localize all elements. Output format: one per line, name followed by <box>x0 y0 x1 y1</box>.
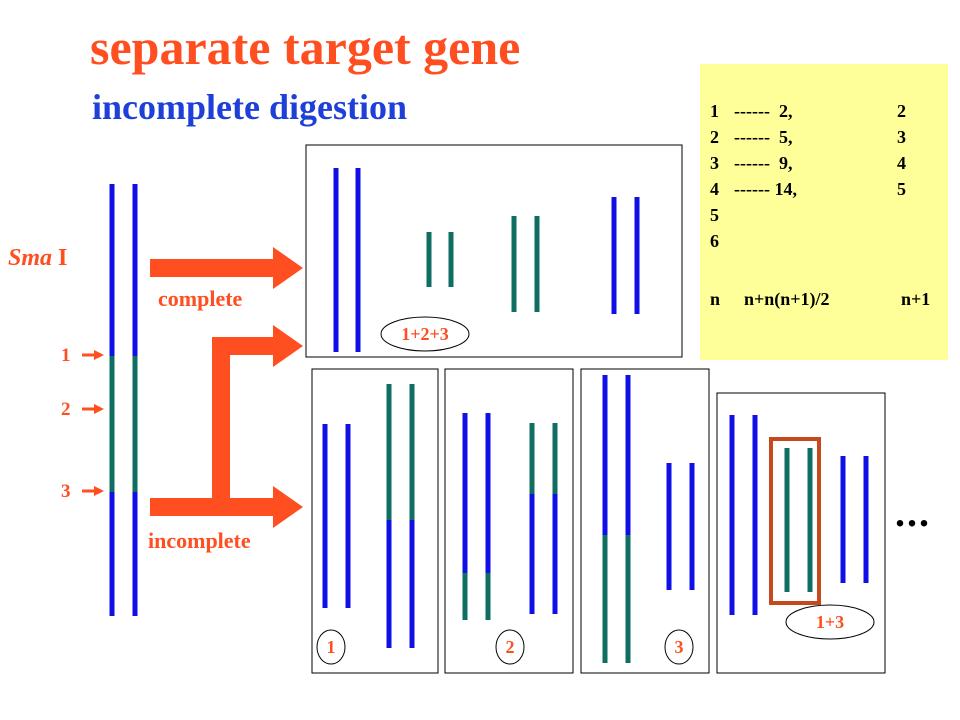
lane-2-label-circle-text: 2 <box>506 637 515 657</box>
lane-1-label-circle-outline <box>316 629 346 665</box>
site-3-arrow-head <box>94 486 104 496</box>
table-row-3-n: 3 <box>710 153 719 173</box>
lane-3-panel <box>580 368 710 674</box>
table-row-4-target: 5 <box>897 179 906 199</box>
complete-arrow <box>150 247 303 289</box>
lane-3-label-circle-outline <box>664 629 694 665</box>
incomplete-label: incomplete <box>148 528 251 553</box>
count-table: 1 ------ 2, 2 2 ------ 5, 3 3 ------ 9, … <box>700 64 948 360</box>
table-row-3-target: 4 <box>897 153 906 173</box>
lane-13-label-circle-text: 1+3 <box>816 612 844 632</box>
lane-2-panel <box>444 368 574 674</box>
enzyme-label: Sma I <box>8 246 67 270</box>
slide-title: separate target gene <box>90 19 521 75</box>
table-row-1-n: 1 <box>710 101 719 121</box>
table-row-4-fragments: ------ 14, <box>734 179 797 199</box>
complete-label-circle-text: 1+2+3 <box>401 324 449 344</box>
table-row-1-fragments: ------ 2, <box>734 101 793 121</box>
site-3-label: 3 <box>61 481 71 502</box>
lane-13-panel <box>716 392 886 674</box>
site-1-label: 1 <box>61 345 71 366</box>
table-row-2-target: 3 <box>897 127 906 147</box>
table-row-2-fragments: ------ 5, <box>734 127 793 147</box>
table-row-3-fragments: ------ 9, <box>734 153 793 173</box>
slide-subtitle: incomplete digestion <box>92 87 407 127</box>
site-2-label: 2 <box>61 399 71 420</box>
site-1-arrow-head <box>94 350 104 360</box>
table-row-2-n: 2 <box>710 127 719 147</box>
incomplete-arrow <box>150 325 303 528</box>
lane-1-label-circle-text: 1 <box>327 637 336 657</box>
lane-3-label-circle-text: 3 <box>675 637 684 657</box>
table-row-6-n: 6 <box>710 231 719 251</box>
table-row-n-fragments: n+n(n+1)/2 <box>744 289 830 309</box>
lane-13-label-circle-outline <box>785 604 875 640</box>
table-row-n-target: n+1 <box>901 289 931 309</box>
complete-label: complete <box>158 286 243 311</box>
site-2-arrow-head <box>94 404 104 414</box>
complete-digest-panel <box>305 144 683 358</box>
continuation-ellipsis: ... <box>895 490 931 535</box>
lane-2-label-circle-outline <box>495 629 525 665</box>
table-row-1-target: 2 <box>897 101 906 121</box>
enzyme-suffix: I <box>52 245 68 271</box>
table-row-5-n: 5 <box>710 205 719 225</box>
lane-1-panel <box>311 368 439 674</box>
target-highlight-box <box>769 437 821 605</box>
complete-label-circle-outline <box>380 316 470 352</box>
table-row-n-n: n <box>710 289 721 309</box>
enzyme-name: Sma <box>8 245 53 271</box>
table-row-4-n: 4 <box>710 179 719 199</box>
